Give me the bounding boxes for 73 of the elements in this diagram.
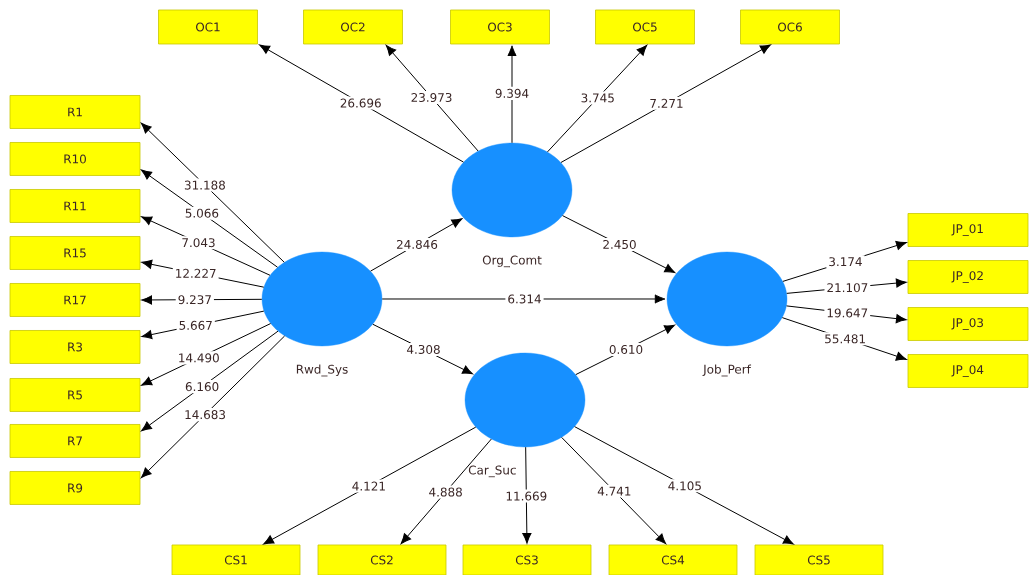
arrow bbox=[370, 218, 463, 272]
indicator-box: OC1 bbox=[158, 9, 258, 45]
arrow bbox=[574, 426, 794, 545]
edge-label: 9.394 bbox=[492, 86, 532, 100]
arrow bbox=[140, 335, 286, 479]
arrow bbox=[141, 330, 279, 432]
indicator-box: R5 bbox=[9, 378, 141, 412]
edge-label: 5.066 bbox=[182, 206, 221, 220]
arrow bbox=[385, 44, 479, 152]
edge-label: 6.314 bbox=[505, 292, 544, 306]
edge-label: 11.669 bbox=[503, 489, 550, 503]
arrow bbox=[561, 436, 667, 545]
edge-label: 55.481 bbox=[822, 332, 869, 346]
edge-label: 7.043 bbox=[179, 236, 218, 250]
indicator-box: R11 bbox=[9, 189, 141, 223]
edge-label: 2.450 bbox=[600, 237, 639, 251]
edge-label: 9.237 bbox=[175, 293, 214, 307]
indicator-box: JP_02 bbox=[907, 260, 1029, 294]
arrow bbox=[259, 44, 464, 163]
arrow bbox=[562, 215, 676, 273]
indicator-box: OC3 bbox=[450, 9, 550, 45]
indicator-box: R10 bbox=[9, 142, 141, 176]
arrow bbox=[507, 45, 517, 144]
edge-label: 21.107 bbox=[824, 281, 871, 295]
indicator-box: OC6 bbox=[740, 9, 840, 45]
arrow bbox=[522, 446, 532, 544]
arrow bbox=[140, 122, 285, 263]
edge-label: 14.683 bbox=[182, 408, 228, 422]
edge-label: 4.741 bbox=[595, 484, 634, 498]
arrow bbox=[263, 426, 477, 545]
indicator-box: OC5 bbox=[595, 9, 695, 45]
indicator-box: JP_04 bbox=[907, 354, 1029, 388]
edge-label: 14.490 bbox=[175, 351, 222, 365]
construct-label: Job_Perf bbox=[702, 364, 752, 377]
arrow bbox=[141, 169, 278, 268]
indicator-box: R7 bbox=[9, 424, 141, 458]
arrow bbox=[400, 438, 492, 545]
indicator-box: R3 bbox=[9, 330, 141, 364]
edge-label: 23.973 bbox=[408, 90, 455, 104]
edge-label: 4.308 bbox=[404, 342, 443, 356]
indicator-box: CS4 bbox=[608, 544, 738, 575]
edge-label: 0.610 bbox=[606, 342, 646, 356]
edge-label: 26.696 bbox=[337, 96, 384, 110]
edge-label: 4.105 bbox=[665, 479, 704, 493]
edge-label: 6.160 bbox=[183, 380, 222, 394]
edge-label: 31.188 bbox=[182, 178, 228, 192]
construct-label: Car_Suc bbox=[468, 465, 516, 478]
indicator-box: R1 bbox=[9, 95, 141, 129]
arrow bbox=[141, 323, 272, 386]
edge-label: 5.667 bbox=[176, 318, 215, 332]
indicator-box: CS2 bbox=[317, 544, 447, 575]
indicator-box: CS3 bbox=[462, 544, 592, 575]
edge-label: 4.888 bbox=[426, 485, 465, 499]
indicator-box: R17 bbox=[9, 283, 141, 317]
indicator-box: R15 bbox=[9, 236, 141, 270]
arrow bbox=[547, 44, 648, 153]
edge-label: 3.745 bbox=[578, 91, 617, 105]
indicator-box: CS5 bbox=[754, 544, 884, 575]
arrow bbox=[560, 44, 771, 163]
construct-label: Org_Comt bbox=[482, 255, 542, 268]
indicator-box: OC2 bbox=[303, 9, 403, 45]
construct-label: Rwd_Sys bbox=[296, 364, 348, 377]
edge-label: 3.174 bbox=[826, 255, 865, 269]
arrow bbox=[381, 294, 666, 304]
indicator-box: JP_03 bbox=[907, 307, 1029, 341]
indicator-box: CS1 bbox=[171, 544, 301, 575]
edge-label: 24.846 bbox=[394, 237, 440, 251]
indicator-box: JP_01 bbox=[907, 213, 1029, 247]
edge-label: 19.647 bbox=[824, 306, 871, 320]
indicator-box: R9 bbox=[9, 471, 141, 505]
edge-label: 12.227 bbox=[172, 266, 219, 280]
edge-label: 7.271 bbox=[647, 96, 686, 110]
edge-label: 4.121 bbox=[349, 479, 388, 493]
